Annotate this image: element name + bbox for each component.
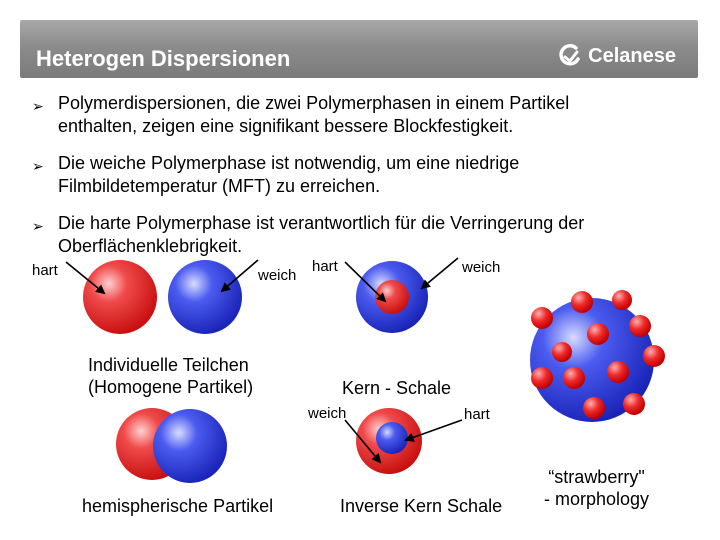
arrow-bullet-icon: ➢ bbox=[32, 98, 44, 114]
bullet-line: Die weiche Polymerphase ist notwendig, u… bbox=[58, 153, 520, 173]
label-weich: weich bbox=[258, 267, 297, 284]
bullet-line: Die harte Polymerphase ist verantwortlic… bbox=[58, 213, 585, 233]
strawberry-matrix bbox=[530, 298, 654, 422]
caption-line: Individuelle Teilchen bbox=[88, 355, 249, 375]
bullet-line: enthalten, zeigen eine signifikant besse… bbox=[58, 116, 514, 136]
inverse-core bbox=[376, 422, 408, 454]
label-hart: hart bbox=[32, 262, 58, 279]
pointer-arrow bbox=[404, 419, 463, 442]
label-hart: hart bbox=[464, 406, 490, 423]
arrow-bullet-icon: ➢ bbox=[32, 218, 44, 234]
bullet-line: Filmbildetemperatur (MFT) zu erreichen. bbox=[58, 176, 381, 196]
label-hart: hart bbox=[312, 258, 338, 275]
logo-text: Celanese bbox=[588, 44, 676, 67]
pointer-arrow bbox=[344, 261, 387, 303]
caption-inverse: Inverse Kern Schale bbox=[340, 496, 503, 516]
caption-individual: Individuelle Teilchen (Homogene Partikel… bbox=[88, 354, 253, 398]
bullet-item: ➢ Die harte Polymerphase ist verantwortl… bbox=[32, 212, 692, 258]
pointer-arrow bbox=[420, 257, 459, 290]
bullet-item: ➢ Polymerdispersionen, die zwei Polymerp… bbox=[32, 92, 692, 138]
hemispheric-soft-part bbox=[153, 409, 227, 483]
caption-line: “strawberry" bbox=[548, 467, 645, 487]
celanese-logo-icon bbox=[559, 44, 580, 66]
label-weich: weich bbox=[308, 405, 347, 422]
strawberry-hard-domains bbox=[531, 290, 665, 419]
soft-particle bbox=[168, 260, 242, 334]
caption-line: (Homogene Partikel) bbox=[88, 377, 254, 397]
pointer-arrow bbox=[65, 261, 106, 295]
bullet-list: ➢ Polymerdispersionen, die zwei Polymerp… bbox=[32, 92, 692, 272]
bullet-item: ➢ Die weiche Polymerphase ist notwendig,… bbox=[32, 152, 692, 198]
slide-title: Heterogen Dispersionen bbox=[36, 46, 291, 71]
slide-header: Heterogen Dispersionen Celanese bbox=[20, 20, 698, 78]
bullet-line: Polymerdispersionen, die zwei Polymerpha… bbox=[58, 93, 570, 113]
caption-core-shell: Kern - Schale bbox=[342, 378, 452, 398]
core-shell-core bbox=[375, 280, 409, 314]
caption-line: - morphology bbox=[544, 489, 650, 509]
celanese-logo: Celanese bbox=[558, 42, 676, 70]
hard-particle bbox=[83, 260, 157, 334]
label-weich: weich bbox=[462, 259, 501, 276]
bullet-line: Oberflächenklebrigkeit. bbox=[58, 236, 243, 256]
pointer-arrow bbox=[220, 259, 259, 293]
arrow-bullet-icon: ➢ bbox=[32, 158, 44, 174]
caption-strawberry: “strawberry" - morphology bbox=[544, 466, 649, 510]
caption-hemispheric: hemispherische Partikel bbox=[82, 496, 274, 516]
pointer-arrow bbox=[344, 419, 382, 464]
